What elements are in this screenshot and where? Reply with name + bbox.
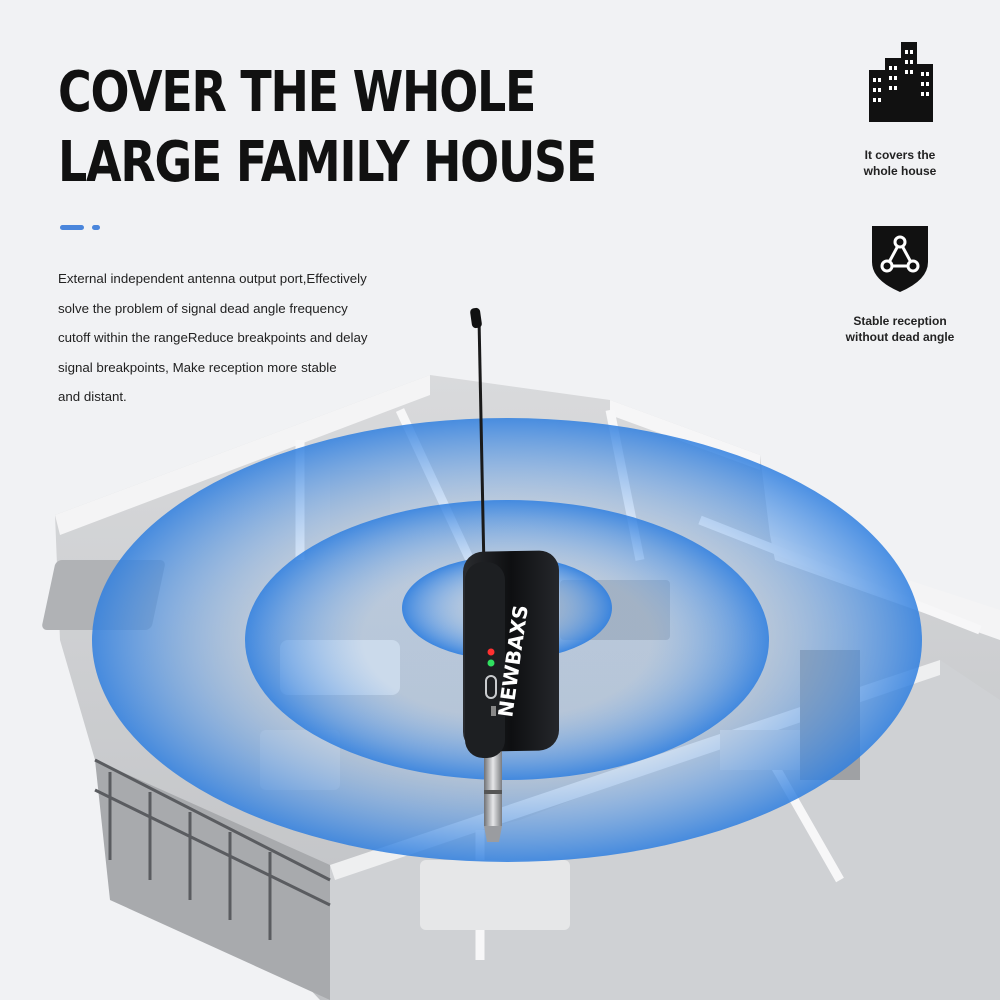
accent-dot (92, 225, 100, 230)
feature-label: Stable reception (853, 314, 947, 328)
feature-label: It covers the (864, 148, 936, 162)
description-line: cutoff within the rangeReduce breakpoint… (58, 330, 368, 345)
balcony-railing (94, 758, 331, 940)
antenna-tip (470, 307, 482, 329)
usb-port (485, 675, 497, 699)
audio-plug (484, 748, 502, 826)
description-line: signal breakpoints, Make reception more … (58, 359, 337, 375)
shield-network-icon (872, 226, 928, 292)
buildings-icon (869, 42, 933, 122)
accent-dash (60, 225, 84, 230)
description-line: and distant. (58, 389, 127, 404)
receiver-device: NEWBAXS (463, 307, 559, 842)
feature-whole-house: It covers the whole house (840, 40, 960, 179)
feature-label: without dead angle (845, 330, 955, 344)
switch (491, 706, 496, 716)
power-led (487, 648, 495, 656)
signal-led (487, 659, 495, 667)
description: External independent antenna output port… (58, 264, 398, 412)
headline-line-1: COVER THE WHOLE (58, 60, 536, 125)
page-title: COVER THE WHOLE LARGE FAMILY HOUSE (58, 58, 597, 198)
feature-stable-reception: Stable reception without dead angle (830, 222, 970, 345)
headline-line-2: LARGE FAMILY HOUSE (58, 130, 597, 195)
feature-label: whole house (863, 164, 937, 178)
description-line: External independent antenna output port… (58, 271, 367, 286)
description-line: solve the problem of signal dead angle f… (58, 300, 348, 316)
antenna (477, 317, 486, 571)
